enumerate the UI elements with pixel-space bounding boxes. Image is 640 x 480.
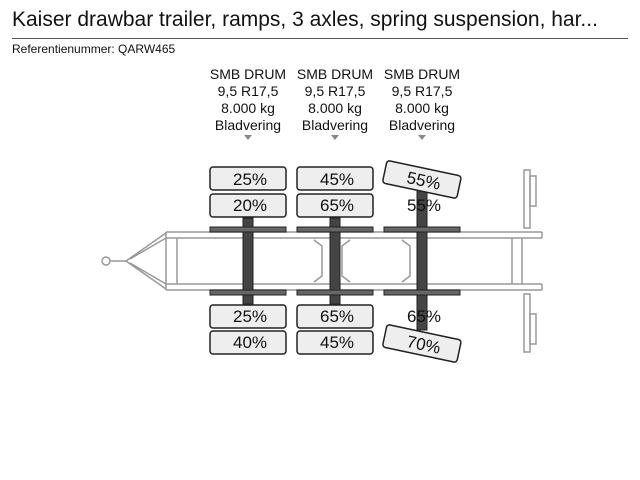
axle-3-dropdown-arrow-icon — [418, 135, 426, 140]
tread-value: 45% — [320, 333, 354, 352]
axle-1-dropdown-arrow-icon — [244, 135, 252, 140]
tread-value: 20% — [233, 196, 267, 215]
axle-1 — [209, 217, 287, 305]
axle-1-suspension: Bladvering — [214, 117, 282, 133]
drawbar — [101, 232, 167, 290]
axle-3-tyre: SMB DRUM — [383, 66, 461, 82]
tyre-axle1-left-outer: 25% — [209, 166, 287, 191]
axle-2-dropdown-arrow-icon — [331, 135, 339, 140]
tyre-axle2-right-inner: 65% — [296, 304, 374, 329]
axle-2-spec: SMB DRUM 9,5 R17,5 8.000 kg Bladvering — [290, 66, 380, 134]
tread-value: 45% — [320, 170, 354, 189]
ramp-left — [523, 169, 531, 229]
tread-value: 25% — [233, 170, 267, 189]
axle-2-size: 9,5 R17,5 — [304, 83, 366, 99]
ramp-right — [523, 293, 531, 353]
tyre-axle2-right-outer: 45% — [296, 330, 374, 355]
axle-1-size: 9,5 R17,5 — [217, 83, 279, 99]
tread-value: 40% — [233, 333, 267, 352]
axle-1-load: 8.000 kg — [221, 100, 275, 116]
rear-ramps — [523, 169, 537, 353]
tyre-axle1-right-outer: 40% — [209, 330, 287, 355]
tyre-axle3-left-outer: 55% — [382, 160, 462, 199]
tread-value: 65% — [320, 307, 354, 326]
axle-3-spec: SMB DRUM 9,5 R17,5 8.000 kg Bladvering — [377, 66, 467, 134]
axle-3-size: 9,5 R17,5 — [391, 83, 453, 99]
page-title: Kaiser drawbar trailer, ramps, 3 axles, … — [12, 8, 598, 31]
tyre-axle1-left-inner: 20% — [209, 193, 287, 218]
tyre-axle3-left-inner: 55% — [407, 196, 441, 215]
axle-2-suspension: Bladvering — [301, 117, 369, 133]
towing-eye-icon — [101, 256, 111, 266]
axle-1-spec: SMB DRUM 9,5 R17,5 8.000 kg Bladvering — [203, 66, 293, 134]
chassis-frame — [165, 231, 543, 291]
title-divider — [12, 38, 628, 39]
axle-3-load: 8.000 kg — [395, 100, 449, 116]
axle-3-suspension: Bladvering — [388, 117, 456, 133]
tyre-axle2-left-outer: 45% — [296, 166, 374, 191]
tyre-axle1-right-inner: 25% — [209, 304, 287, 329]
axle-1-tyre: SMB DRUM — [209, 66, 287, 82]
axle-2-tyre: SMB DRUM — [296, 66, 374, 82]
tyre-axle2-left-inner: 65% — [296, 193, 374, 218]
tread-value: 65% — [320, 196, 354, 215]
tread-value: 25% — [233, 307, 267, 326]
tyre-axle3-right-outer: 70% — [382, 324, 462, 363]
tyre-axle3-right-inner: 65% — [407, 307, 441, 326]
axle-2 — [296, 217, 374, 305]
reference-number: Referentienummer: QARW465 — [12, 42, 176, 56]
axle-2-load: 8.000 kg — [308, 100, 362, 116]
